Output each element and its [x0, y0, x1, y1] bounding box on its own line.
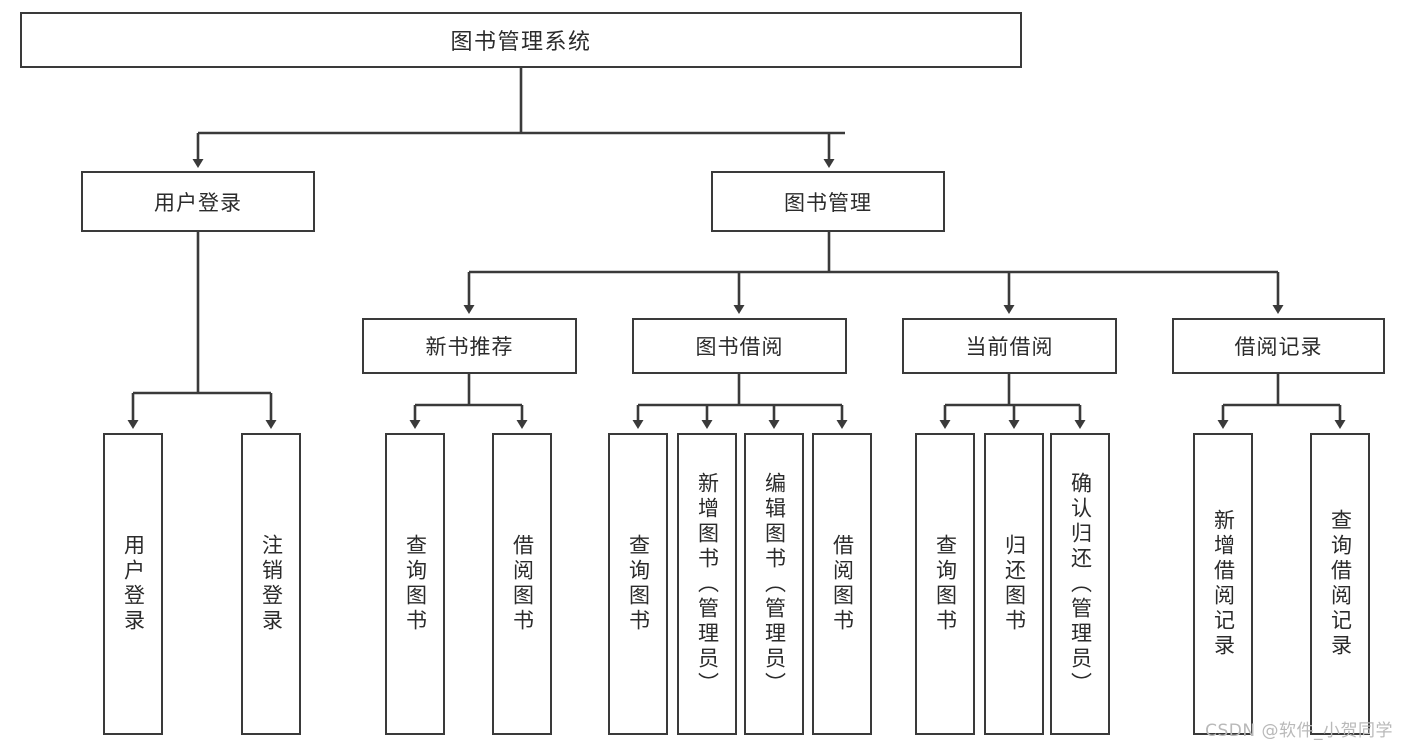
node-label: 图书管理 — [784, 190, 872, 215]
node-borrow-record[interactable]: 借阅记录 — [1172, 318, 1385, 374]
node-label: 借阅记录 — [1234, 335, 1323, 359]
node-label: 编辑图书（管理员） — [762, 471, 787, 697]
leaf-user-login[interactable]: 用户登录 — [103, 433, 163, 735]
leaf-br-search-record[interactable]: 查询借阅记录 — [1310, 433, 1370, 735]
leaf-bb-edit-book-admin[interactable]: 编辑图书（管理员） — [744, 433, 804, 735]
node-label: 查询图书 — [933, 534, 958, 634]
node-label: 新增图书（管理员） — [695, 471, 720, 697]
node-label: 当前借阅 — [965, 335, 1054, 359]
node-new-book-recommend[interactable]: 新书推荐 — [362, 318, 577, 374]
node-label: 用户登录 — [154, 190, 242, 215]
node-label: 新增借阅记录 — [1211, 509, 1236, 659]
node-label: 注销登录 — [259, 534, 284, 634]
node-label: 确认归还（管理员） — [1068, 471, 1093, 697]
node-label: 归还图书 — [1002, 534, 1027, 634]
leaf-cb-return-book[interactable]: 归还图书 — [984, 433, 1044, 735]
node-user-login[interactable]: 用户登录 — [81, 171, 315, 232]
node-current-borrow[interactable]: 当前借阅 — [902, 318, 1117, 374]
leaf-br-add-record[interactable]: 新增借阅记录 — [1193, 433, 1253, 735]
node-label: 查询图书 — [626, 534, 651, 634]
leaf-bb-search-book[interactable]: 查询图书 — [608, 433, 668, 735]
node-label: 图书借阅 — [695, 335, 784, 359]
node-label: 查询借阅记录 — [1328, 509, 1353, 659]
node-label: 借阅图书 — [510, 534, 535, 634]
node-label: 借阅图书 — [830, 534, 855, 634]
node-label: 查询图书 — [403, 534, 428, 634]
node-label: 用户登录 — [121, 534, 146, 634]
leaf-cb-search-book[interactable]: 查询图书 — [915, 433, 975, 735]
leaf-bb-borrow-book[interactable]: 借阅图书 — [812, 433, 872, 735]
node-label: 新书推荐 — [425, 335, 514, 359]
leaf-logout[interactable]: 注销登录 — [241, 433, 301, 735]
node-root-system[interactable]: 图书管理系统 — [20, 12, 1022, 68]
leaf-nb-borrow-book[interactable]: 借阅图书 — [492, 433, 552, 735]
leaf-bb-add-book-admin[interactable]: 新增图书（管理员） — [677, 433, 737, 735]
node-label: 图书管理系统 — [450, 30, 592, 55]
leaf-cb-confirm-return-admin[interactable]: 确认归还（管理员） — [1050, 433, 1110, 735]
watermark-text: CSDN @软件_小贺同学 — [1205, 721, 1393, 741]
node-book-management[interactable]: 图书管理 — [711, 171, 945, 232]
leaf-nb-search-book[interactable]: 查询图书 — [385, 433, 445, 735]
node-book-borrow[interactable]: 图书借阅 — [632, 318, 847, 374]
